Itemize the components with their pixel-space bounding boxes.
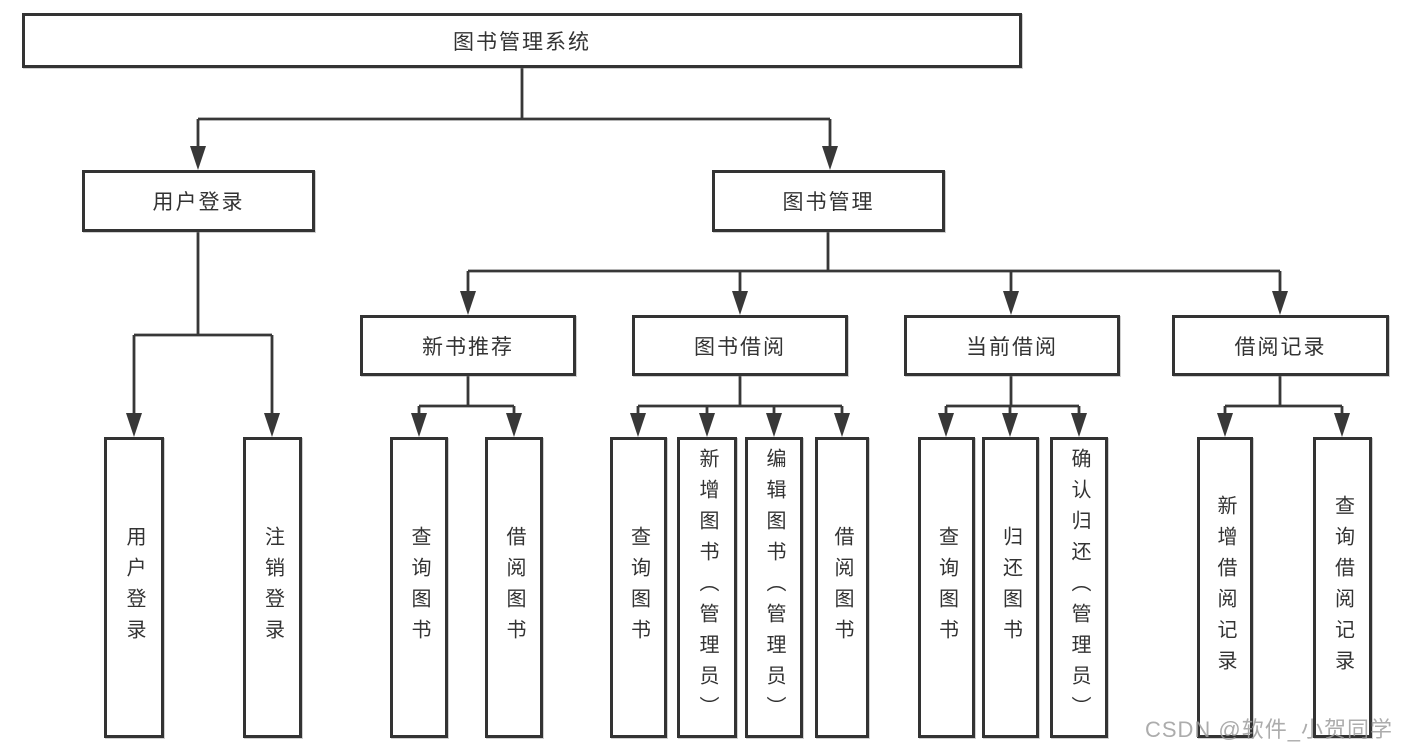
leaf-label: 查询图书: [935, 525, 958, 650]
node-new-book-recommend: 新书推荐: [360, 315, 576, 376]
leaf-add-book-admin: 新增图书（管理员）: [677, 437, 737, 738]
leaf-logout: 注销登录: [243, 437, 302, 738]
arrowheads: [126, 146, 1350, 437]
leaf-user-login: 用户登录: [104, 437, 164, 738]
leaf-label: 用户登录: [123, 525, 145, 650]
node-label: 图书管理: [782, 191, 875, 214]
leaf-label: 新增借阅记录: [1214, 494, 1236, 681]
node-label: 用户登录: [152, 191, 245, 214]
leaf-label: 编辑图书（管理员）: [763, 448, 785, 727]
leaf-query-borrow-record: 查询借阅记录: [1313, 437, 1372, 738]
node-label: 图书借阅: [694, 335, 786, 359]
node-user-login: 用户登录: [82, 170, 315, 232]
leaf-query-books-current: 查询图书: [918, 437, 975, 738]
node-label: 借阅记录: [1234, 335, 1327, 359]
node-borrow-records: 借阅记录: [1172, 315, 1389, 376]
leaf-confirm-return-admin: 确认归还（管理员）: [1050, 437, 1108, 738]
leaf-label: 借阅图书: [831, 525, 853, 650]
node-label: 新书推荐: [422, 335, 514, 359]
node-book-management: 图书管理: [712, 170, 945, 232]
leaf-label: 归还图书: [999, 525, 1022, 650]
leaf-query-books-borrowing: 查询图书: [610, 437, 667, 738]
leaf-label: 查询图书: [408, 525, 430, 650]
leaf-label: 确认归还（管理员）: [1068, 448, 1090, 727]
leaf-label: 新增图书（管理员）: [696, 448, 718, 727]
leaf-borrow-books-borrowing: 借阅图书: [815, 437, 869, 738]
leaf-label: 查询借阅记录: [1331, 494, 1354, 681]
leaf-add-borrow-record: 新增借阅记录: [1197, 437, 1253, 738]
node-label: 当前借阅: [966, 335, 1058, 359]
leaf-label: 借阅图书: [503, 525, 525, 650]
leaf-edit-book-admin: 编辑图书（管理员）: [745, 437, 803, 738]
leaf-query-books-recommend: 查询图书: [390, 437, 448, 738]
node-current-borrowing: 当前借阅: [904, 315, 1120, 376]
csdn-watermark: CSDN @软件_小贺同学: [1144, 717, 1393, 742]
node-book-borrowing: 图书借阅: [632, 315, 848, 376]
node-root-system: 图书管理系统: [22, 13, 1022, 68]
leaf-return-books: 归还图书: [982, 437, 1039, 738]
leaf-label: 查询图书: [627, 525, 650, 650]
node-label: 图书管理系统: [453, 30, 591, 54]
leaf-borrow-books-recommend: 借阅图书: [485, 437, 543, 738]
leaf-label: 注销登录: [261, 525, 284, 650]
